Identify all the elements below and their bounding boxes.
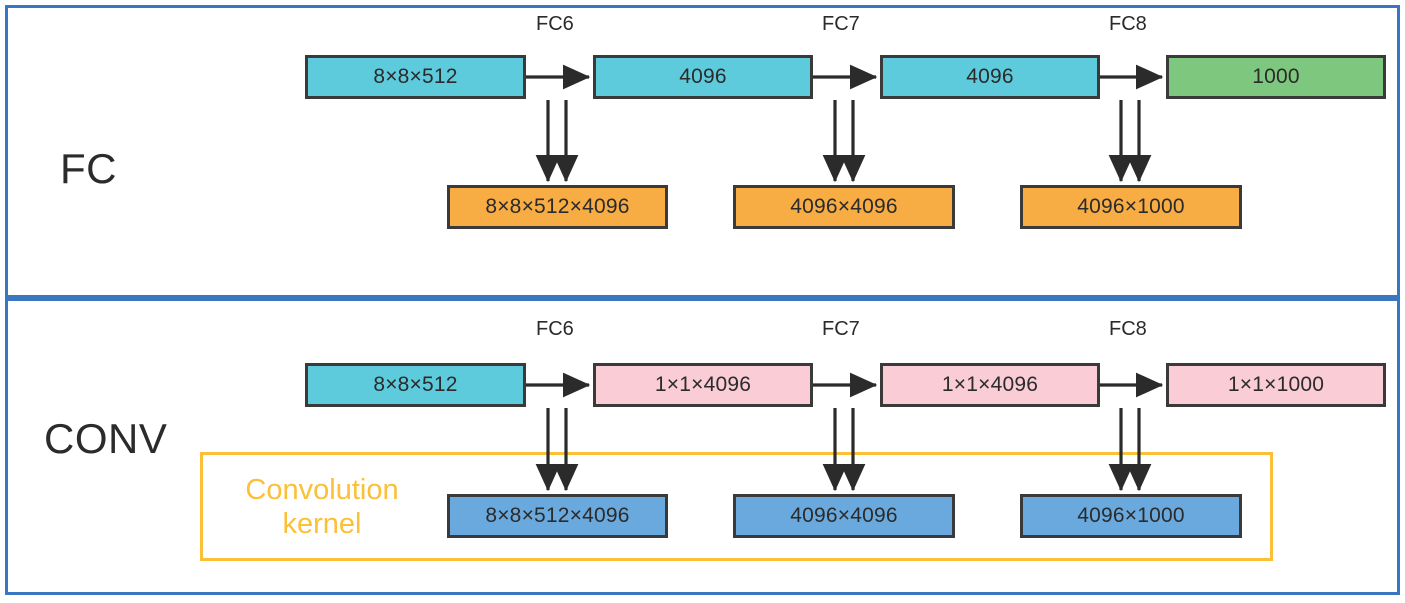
conv-weights-fc6: 8×8×512×4096 — [447, 494, 668, 538]
fc-activation-fc7: 4096 — [880, 55, 1100, 99]
convolution-kernel-group — [200, 452, 1273, 561]
conv-row-label: CONV — [44, 415, 168, 462]
fc-stage-label-fc6: FC6 — [536, 13, 574, 35]
conv-activation-input: 8×8×512 — [305, 363, 526, 407]
convolution-kernel-caption-line1: Convolution — [245, 474, 399, 506]
fc-weights-fc8: 4096×1000 — [1020, 185, 1242, 229]
conv-weights-fc8: 4096×1000 — [1020, 494, 1242, 538]
fc-activation-fc8: 1000 — [1166, 55, 1386, 99]
fc-panel — [5, 5, 1400, 298]
conv-panel — [5, 298, 1400, 595]
conv-activation-fc6: 1×1×4096 — [593, 363, 813, 407]
fc-stage-label-fc8: FC8 — [1109, 13, 1147, 35]
fc-row-label: FC — [60, 145, 117, 192]
fc-activation-input: 8×8×512 — [305, 55, 526, 99]
fc-weights-fc7: 4096×4096 — [733, 185, 955, 229]
conv-activation-fc8: 1×1×1000 — [1166, 363, 1386, 407]
conv-weights-fc7: 4096×4096 — [733, 494, 955, 538]
convolution-kernel-caption-line2: kernel — [282, 507, 362, 540]
conv-stage-label-fc7: FC7 — [822, 318, 860, 340]
conv-activation-fc7: 1×1×4096 — [880, 363, 1100, 407]
conv-stage-label-fc6: FC6 — [536, 318, 574, 340]
convolution-kernel-caption: Convolution kernel — [222, 474, 422, 541]
fc-weights-fc6: 8×8×512×4096 — [447, 185, 668, 229]
fc-stage-label-fc7: FC7 — [822, 13, 860, 35]
conv-stage-label-fc8: FC8 — [1109, 318, 1147, 340]
fc-activation-fc6: 4096 — [593, 55, 813, 99]
